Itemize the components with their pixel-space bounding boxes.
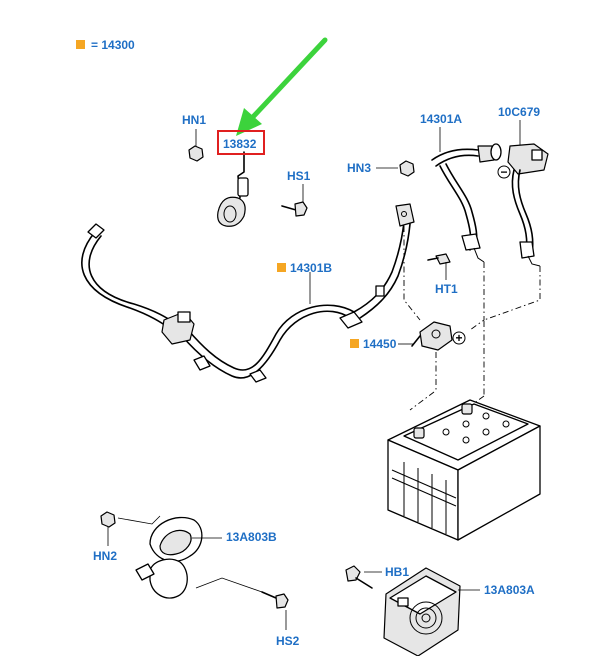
label-14301a: 14301A <box>420 112 462 126</box>
screw-hb1 <box>345 565 382 589</box>
battery <box>387 399 541 541</box>
label-13a803a: 13A803A <box>484 583 535 597</box>
screw-hs1 <box>281 184 308 217</box>
nut-hn3 <box>376 160 415 177</box>
svg-text:+: + <box>455 331 462 345</box>
label-13832: 13832 <box>223 137 257 151</box>
label-14450: 14450 <box>363 337 397 351</box>
label-10c679: 10C679 <box>498 105 540 119</box>
svg-text:−: − <box>500 165 507 179</box>
terminal-14450 <box>411 321 453 351</box>
assembly-lines <box>403 226 541 413</box>
highlight-box-13832 <box>217 130 265 155</box>
label-hn1: HN1 <box>182 113 206 127</box>
horn-13832 <box>217 151 249 227</box>
nut-hn1 <box>188 129 204 162</box>
horn-13a803b <box>117 515 203 599</box>
label-13a803b: 13A803B <box>226 530 277 544</box>
cable-14301b <box>81 203 415 383</box>
label-hs2: HS2 <box>276 634 300 648</box>
cable-10c679 <box>507 120 549 267</box>
label-hn3: HN3 <box>347 161 371 175</box>
terminal-ht1 <box>427 253 451 280</box>
marker-14450-icon <box>350 339 359 348</box>
minus-circle-icon: − <box>497 165 511 179</box>
screw-hs2 <box>195 577 289 630</box>
label-hs1: HS1 <box>287 169 311 183</box>
label-hn2: HN2 <box>93 549 117 563</box>
plus-circle-icon: + <box>452 331 466 345</box>
label-hb1: HB1 <box>385 565 409 579</box>
cable-14301a <box>431 127 502 263</box>
legend-marker-icon <box>76 40 85 49</box>
legend-text: = 14300 <box>91 38 135 52</box>
horn-13a803a <box>383 567 461 656</box>
label-14301b: 14301B <box>290 261 332 275</box>
marker-14301b-icon <box>277 263 286 272</box>
label-ht1: HT1 <box>435 282 458 296</box>
nut-hn2 <box>100 511 116 546</box>
green-arrow-icon <box>236 37 328 136</box>
